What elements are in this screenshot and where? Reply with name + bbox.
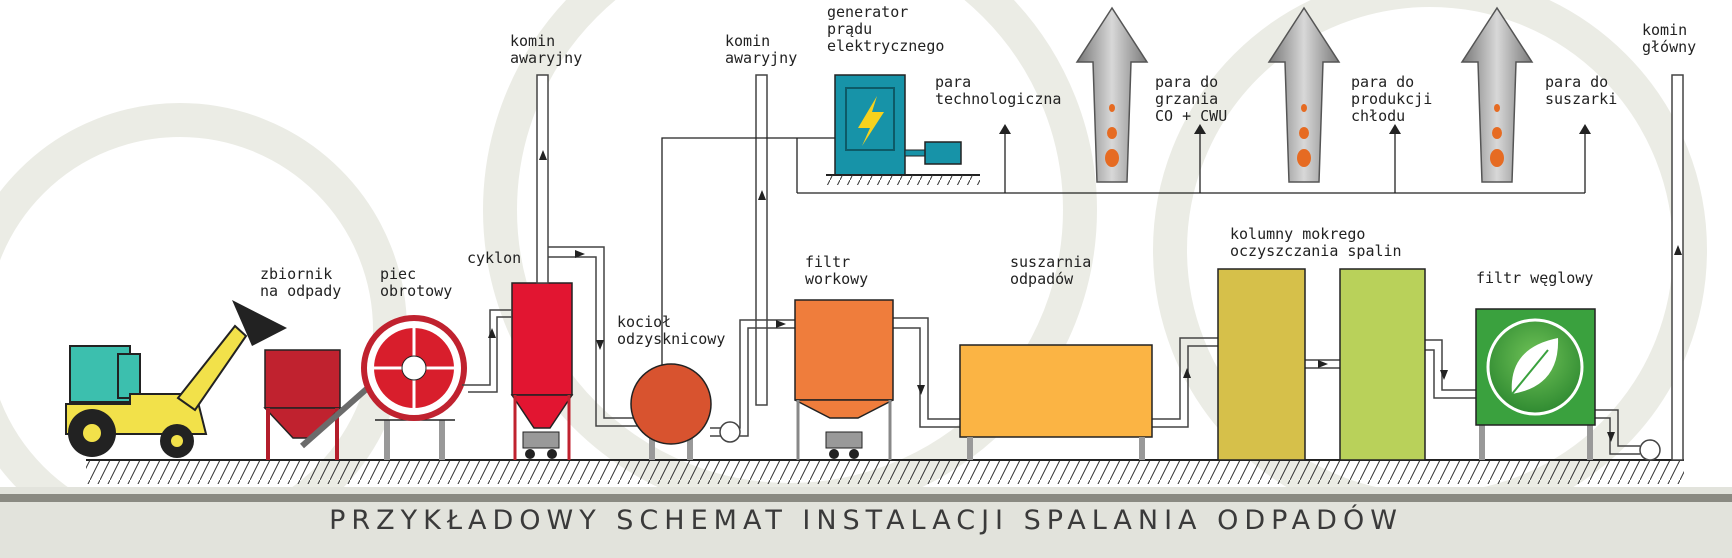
- emergency-chimney-1: [536, 74, 549, 284]
- flue-ducts: [462, 246, 1640, 455]
- generator: [826, 74, 980, 185]
- boiler-label: kocioł odzysknicowy: [617, 313, 726, 348]
- diagram-title: PRZYKŁADOWY SCHEMAT INSTALACJI SPALANIA …: [329, 505, 1403, 536]
- reservoir-label: zbiornik na odpady: [260, 265, 342, 300]
- emergency-chimney-2: [755, 74, 768, 406]
- emergency-chimney-2-label: komin awaryjny: [725, 32, 798, 67]
- steam-lines: [661, 130, 1586, 405]
- title-divider: [0, 494, 1732, 502]
- cyclone-label: cyklon: [467, 249, 522, 267]
- main-chimney: [1671, 74, 1684, 461]
- scrubber-column-1: [1217, 268, 1306, 461]
- scrubber-column-2: [1339, 268, 1426, 461]
- scrubbers-label: kolumny mokrego oczyszczania spalin: [1230, 225, 1402, 260]
- heating-steam-label: para do grzania CO + CWU: [1155, 73, 1228, 125]
- process-steam-label: para technologiczna: [935, 73, 1062, 108]
- ground-line: [86, 459, 1684, 484]
- steam-cones: [1075, 6, 1534, 183]
- carbon-filter: [1475, 308, 1661, 461]
- recovery-boiler: [630, 363, 741, 460]
- dryer-steam-label: para do suszarki: [1545, 73, 1618, 108]
- cooling-steam-label: para do produkcji chłodu: [1351, 73, 1433, 125]
- waste-dryer: [959, 344, 1153, 460]
- cyclone: [510, 282, 574, 460]
- steam-arrows: [999, 124, 1591, 134]
- emergency-chimney-1-label: komin awaryjny: [510, 32, 583, 67]
- bag-filter: [794, 299, 894, 460]
- main-chimney-label: komin główny: [1642, 21, 1697, 56]
- flow-arrows: [488, 150, 1682, 442]
- loader-tractor: [65, 300, 287, 458]
- dryer-label: suszarnia odpadów: [1010, 253, 1092, 288]
- rotary-kiln-label: piec obrotowy: [380, 265, 453, 300]
- carbon-filter-label: filtr węglowy: [1476, 269, 1594, 287]
- rotary-kiln: [361, 315, 467, 460]
- waste-reservoir: [263, 349, 342, 460]
- generator-label: generator prądu elektrycznego: [827, 3, 945, 55]
- bag-filter-label: filtr workowy: [805, 253, 869, 288]
